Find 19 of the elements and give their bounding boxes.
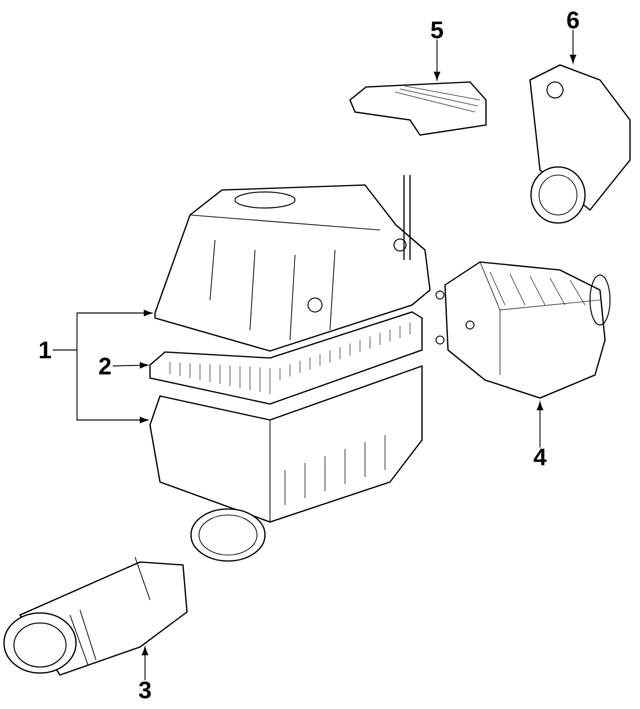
callout-number: 5 [431,22,443,38]
intake-hose-drawing [3,556,188,676]
callout-number: 3 [138,682,151,699]
callout-number: 2 [99,358,111,374]
air-duct-drawing [529,64,631,224]
leader-line [112,362,148,368]
leader-line [434,39,440,80]
airflow-meter-drawing [436,261,610,399]
air-filter-case-drawing [149,365,423,562]
leader-line [52,350,148,424]
leader-line [570,29,576,64]
callout-number: 6 [567,12,579,28]
filter-element-drawing [149,311,423,405]
cover-drawing [349,81,487,136]
leader-line [536,402,544,448]
callout-number: 1 [40,342,51,358]
air-filter-lid-drawing [154,174,431,352]
callout-number: 4 [534,448,547,466]
leader-line [142,646,148,681]
